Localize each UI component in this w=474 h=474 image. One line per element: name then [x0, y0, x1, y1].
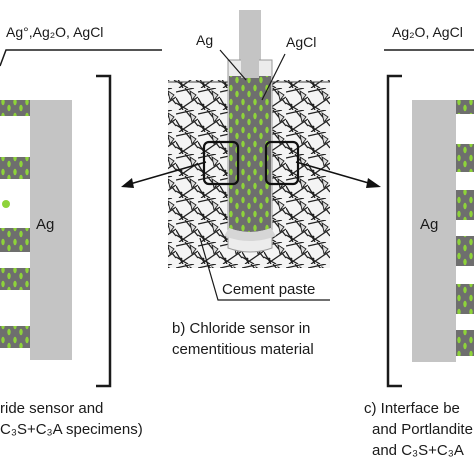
left-interface-panel — [0, 49, 162, 388]
right-ag-label: Ag — [420, 216, 439, 233]
left-square-bracket — [96, 74, 112, 388]
left-caption-line1: ride sensor and — [0, 400, 104, 417]
ag-wire-label: Ag — [196, 32, 214, 48]
left-label-bracket — [0, 49, 162, 67]
right-agcl-blocks — [456, 100, 474, 356]
agcl-leader-line — [261, 53, 286, 101]
right-caption-line2: and Portlandite — [372, 421, 473, 438]
center-sensor-panel — [121, 10, 381, 301]
left-corrosion-products-label: Ag°,Ag₂O, AgCl — [6, 24, 104, 40]
left-ag-label: Ag — [36, 216, 55, 233]
right-square-bracket — [386, 74, 402, 388]
paste-leader-line — [199, 237, 330, 301]
right-ag-electrode — [412, 100, 456, 362]
right-caption-line3: and C₃S+C₃A — [372, 442, 464, 459]
center-caption-line2: cementitious material — [172, 341, 314, 358]
left-caption-line2: C₃S+C₃A specimens) — [0, 421, 143, 438]
right-zoom-arrow — [295, 161, 373, 185]
ag-leader-line — [219, 49, 247, 81]
right-interface-panel — [384, 49, 474, 388]
agcl-label: AgCl — [286, 34, 317, 50]
left-zoom-arrow — [129, 161, 207, 185]
right-caption-line1: c) Interface be — [364, 400, 460, 417]
center-caption-line1: b) Chloride sensor in — [172, 320, 311, 337]
right-corrosion-products-label: Ag₂O, AgCl — [392, 24, 463, 40]
left-agcl-blocks — [0, 100, 30, 348]
left-ag-electrode — [30, 100, 72, 360]
cement-paste-label: Cement paste — [222, 281, 316, 298]
